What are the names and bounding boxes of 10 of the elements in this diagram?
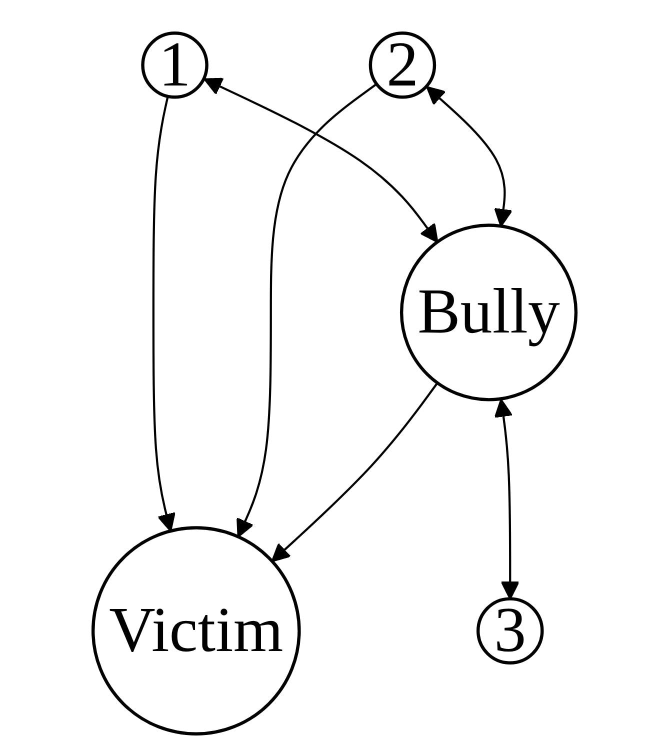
node-circle (400, 224, 578, 402)
node-circle (91, 526, 301, 736)
arrow (152, 96, 176, 532)
node-circle (476, 597, 544, 664)
arrow (236, 83, 378, 538)
arrow (426, 86, 513, 227)
arrow (204, 78, 438, 243)
node-circle (141, 32, 208, 99)
node-circle (368, 32, 436, 99)
arrow (271, 382, 438, 562)
